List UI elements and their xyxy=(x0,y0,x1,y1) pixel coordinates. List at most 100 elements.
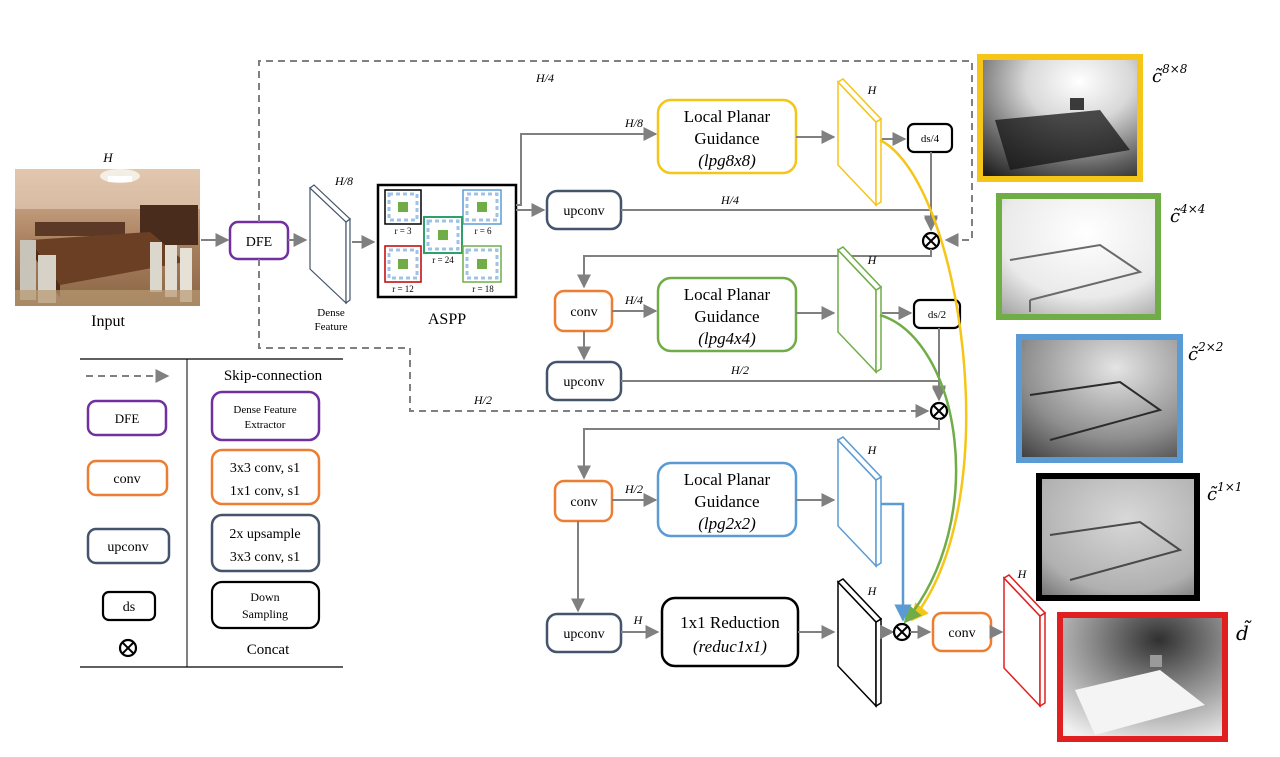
concat-1-icon xyxy=(921,231,941,251)
legend-skip-text: Skip-connection xyxy=(224,368,323,384)
lpg8x8-line2: Guidance xyxy=(694,129,759,148)
legend-ds-desc-1: Down xyxy=(250,590,279,604)
skip-h4-label: H/4 xyxy=(535,71,554,85)
skip-connection-h4 xyxy=(258,60,973,247)
feature4-dim: H xyxy=(867,253,878,267)
feature2-dim: H xyxy=(867,443,878,457)
aspp-rate-18: r = 18 xyxy=(472,284,494,294)
legend-dfe-desc-2: Extractor xyxy=(245,419,286,431)
aspp-rate-6: r = 6 xyxy=(474,226,492,236)
aspp-kernels xyxy=(384,189,502,283)
feature-slab-4x4 xyxy=(836,246,883,374)
upconv3-label: upconv xyxy=(563,627,604,642)
path-lpg8-to-concat xyxy=(879,138,968,622)
legend-conv-box xyxy=(86,459,169,497)
legend-conv-label: conv xyxy=(113,472,140,487)
output-label-8x8: c̃8×8 xyxy=(1152,62,1188,87)
input-label: Input xyxy=(91,313,125,330)
aspp-title: ASPP xyxy=(428,311,466,328)
legend-dfe-label: DFE xyxy=(115,411,140,426)
arrow-concat1-conv1 xyxy=(577,249,932,289)
legend-upconv-label: upconv xyxy=(107,540,148,555)
arrow-aspp-lpg8 xyxy=(516,127,658,206)
lpg8x8-line3: (lpg8x8) xyxy=(698,151,756,170)
lpg8-in-dim: H/8 xyxy=(624,116,643,130)
path-lpg2-to-concat xyxy=(881,502,912,622)
feature-slab-final xyxy=(1002,574,1047,708)
dense-label-2: Feature xyxy=(315,321,348,333)
aspp-rate-12: r = 12 xyxy=(392,284,414,294)
lpg2x2-line3: (lpg2x2) xyxy=(698,514,756,533)
lpg4x4-line3: (lpg4x4) xyxy=(698,329,756,348)
legend-ds-desc-2: Sampling xyxy=(242,607,288,621)
output-image-depth xyxy=(1057,612,1228,742)
upconv2-label: upconv xyxy=(563,375,604,390)
legend-concat-label: Concat xyxy=(247,642,290,658)
final-conv-label: conv xyxy=(948,626,975,641)
output-image-8x8 xyxy=(977,54,1143,182)
lpg4x4-line1: Local Planar xyxy=(684,285,771,304)
ds4-label: ds/4 xyxy=(921,133,940,145)
output-label-depth: d̃ xyxy=(1236,619,1252,645)
legend-conv-desc-box xyxy=(210,448,321,506)
reduc-line1: 1x1 Reduction xyxy=(680,613,780,632)
legend-upconv-desc-1: 2x upsample xyxy=(229,527,300,542)
legend-dfe-desc-1: Dense Feature xyxy=(233,404,296,416)
arrow-upconv1-concat1 xyxy=(621,209,938,230)
output-label-1x1: c̃1×1 xyxy=(1207,480,1242,505)
upconv3-dim: H xyxy=(633,613,644,627)
skip-connection-h2 xyxy=(258,259,930,418)
feature-slab-2x2 xyxy=(836,436,883,568)
legend-ds-desc-box xyxy=(210,580,321,630)
upconv1-label: upconv xyxy=(563,204,604,219)
dense-feature-slab xyxy=(309,184,351,305)
legend-concat-icon xyxy=(118,638,138,658)
aspp-rate-24: r = 24 xyxy=(432,255,454,265)
lpg4x4-block xyxy=(656,276,798,353)
skip-h2-label: H/2 xyxy=(473,393,492,407)
feature1-dim: H xyxy=(867,584,878,598)
feature8-dim: H xyxy=(867,83,878,97)
aspp-rate-3: r = 3 xyxy=(394,226,412,236)
concat-3-icon xyxy=(892,622,912,642)
legend xyxy=(80,358,343,668)
legend-dfe-box xyxy=(86,399,168,437)
lpg2x2-line1: Local Planar xyxy=(684,470,771,489)
arrow-upconv2-concat2 xyxy=(621,380,946,400)
legend-upconv-box xyxy=(86,527,171,565)
dfe-label: DFE xyxy=(246,235,272,250)
arrow-concat2-conv2 xyxy=(577,419,940,480)
legend-conv-desc-1: 3x3 conv, s1 xyxy=(230,461,300,476)
legend-ds-box xyxy=(101,590,157,622)
output-image-1x1 xyxy=(1036,473,1200,601)
lpg2x2-line2: Guidance xyxy=(694,492,759,511)
conv1-label: conv xyxy=(570,305,597,320)
legend-ds-label: ds xyxy=(123,600,135,615)
legend-upconv-desc-box xyxy=(210,513,321,573)
output-label-4x4: c̃4×4 xyxy=(1170,202,1205,227)
legend-conv-desc-2: 1x1 conv, s1 xyxy=(230,484,300,499)
conv1-dim: H/4 xyxy=(624,293,643,307)
output-image-2x2 xyxy=(1016,334,1183,463)
output-image-4x4 xyxy=(996,193,1161,320)
ds2-label: ds/2 xyxy=(928,309,946,321)
conv2-dim: H/2 xyxy=(624,482,643,496)
upconv1-dim: H/4 xyxy=(720,193,739,207)
path-lpg4-to-concat xyxy=(879,313,958,624)
conv2-label: conv xyxy=(570,495,597,510)
input-dim-label: H xyxy=(102,150,113,165)
legend-upconv-desc-2: 3x3 conv, s1 xyxy=(230,550,300,565)
feature-slab-1x1 xyxy=(836,578,883,708)
lpg8x8-line1: Local Planar xyxy=(684,107,771,126)
reduc-line2: (reduc1x1) xyxy=(693,637,767,656)
dense-dim-label: H/8 xyxy=(334,174,353,188)
final-feature-dim: H xyxy=(1017,567,1028,581)
feature-slab-8x8 xyxy=(836,78,883,207)
lpg4x4-line2: Guidance xyxy=(694,307,759,326)
legend-dfe-desc-box xyxy=(210,390,321,442)
upconv2-dim: H/2 xyxy=(730,363,749,377)
concat-2-icon xyxy=(929,401,949,421)
output-label-2x2: c̃2×2 xyxy=(1188,340,1223,365)
input-image xyxy=(15,169,200,306)
